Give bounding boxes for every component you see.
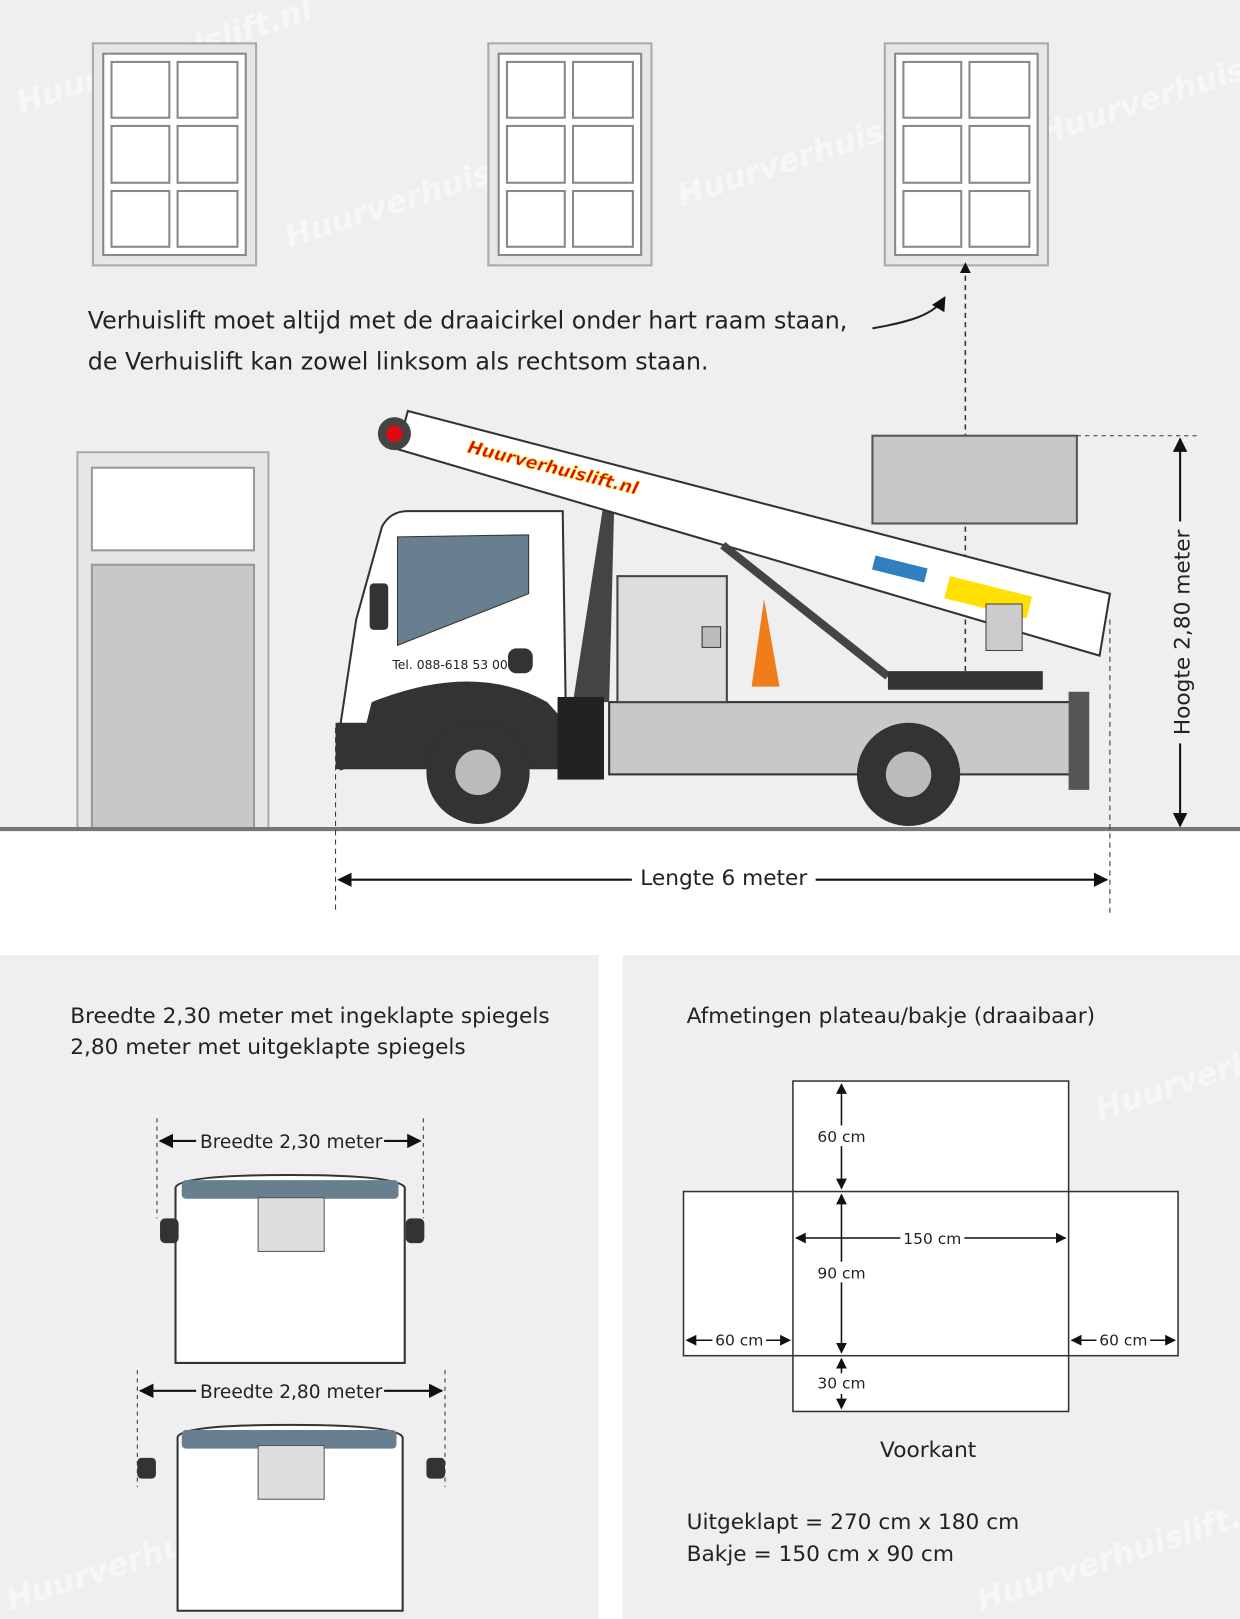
curved-arrow [872,296,946,330]
window-left [91,42,258,267]
door [76,451,270,831]
basket-size: Bakje = 150 cm x 90 cm [687,1542,954,1567]
platform-title: Afmetingen plateau/bakje (draaibaar) [687,1004,1096,1029]
truck-phone: Tel. 088-618 53 00 [391,658,508,672]
dim-width: 150 cm [903,1230,961,1248]
cab1-width-label: Breedte 2,30 meter [200,1132,383,1153]
truck: Huurverhuislift.nl Tel. 088-618 53 00 [335,409,1112,827]
front-label: Voorkant [880,1438,976,1463]
cab-window [396,534,530,647]
window-right [883,42,1049,267]
length-label: Lengte 6 meter [640,866,807,891]
width-text-1: Breedte 2,30 meter met ingeklapte spiege… [70,1004,549,1029]
dim-right: 60 cm [1099,1331,1147,1349]
platform-basket [871,434,1078,525]
dim-depth: 90 cm [817,1264,865,1282]
dim-top: 60 cm [817,1128,865,1146]
window-middle [487,42,653,267]
unfolded-size: Uitgeklapt = 270 cm x 180 cm [687,1510,1020,1535]
dim-bottom: 30 cm [817,1375,865,1393]
cab2-width-label: Breedte 2,80 meter [200,1382,383,1403]
cab-folded-mirrors: Breedte 2,30 meter [156,1118,425,1364]
width-text-2: 2,80 meter met uitgeklapte spiegels [70,1035,466,1060]
cab-unfolded-mirrors: Breedte 2,80 meter [136,1370,446,1612]
dim-left: 60 cm [715,1331,763,1349]
height-label: Hoogte 2,80 meter [1170,529,1195,735]
instruction-line-1: Verhuislift moet altijd met de draaicirk… [88,306,848,334]
traffic-cone [751,598,780,687]
instruction-line-2: de Verhuislift kan zowel linksom als rec… [88,348,709,376]
